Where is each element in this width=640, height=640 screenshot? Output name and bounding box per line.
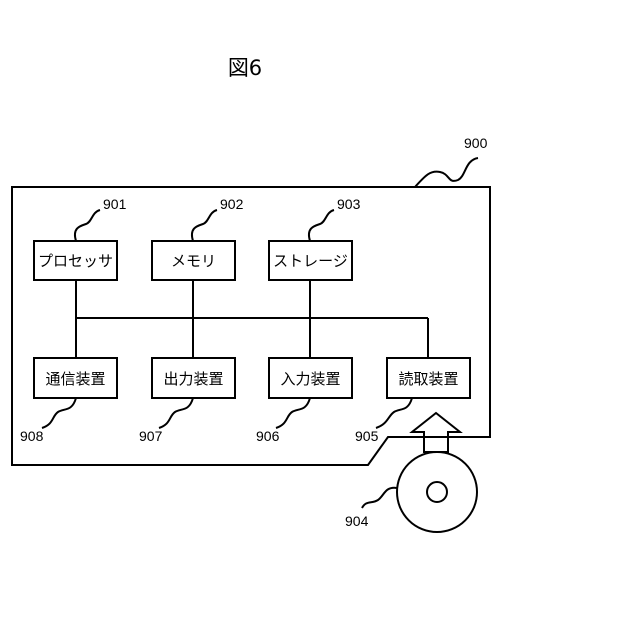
device-leader-line — [415, 158, 478, 187]
processor-ref: 901 — [103, 196, 127, 212]
output-ref: 907 — [139, 428, 163, 444]
storage-block: ストレージ 903 — [269, 196, 361, 280]
output-block: 出力装置 907 — [139, 358, 235, 444]
memory-ref: 902 — [220, 196, 244, 212]
processor-block: プロセッサ 901 — [34, 196, 127, 280]
output-label: 出力装置 — [163, 370, 223, 388]
device-ref: 900 — [464, 135, 488, 151]
storage-label: ストレージ — [273, 252, 348, 270]
input-ref: 906 — [256, 428, 280, 444]
up-arrow-icon — [412, 413, 460, 452]
storage-ref: 903 — [337, 196, 361, 212]
medium-ref: 904 — [345, 513, 369, 529]
processor-label: プロセッサ — [38, 252, 113, 270]
input-label: 入力装置 — [280, 370, 340, 388]
memory-block: メモリ 902 — [152, 196, 244, 280]
input-block: 入力装置 906 — [256, 358, 352, 444]
medium-leader-line — [362, 488, 397, 508]
device-enclosure — [12, 187, 490, 465]
figure-title: 図6 — [228, 56, 262, 80]
memory-label: メモリ — [171, 252, 216, 270]
comm-label: 通信装置 — [45, 370, 105, 388]
comm-block: 通信装置 908 — [20, 358, 117, 444]
reader-label: 読取装置 — [398, 370, 458, 388]
reader-ref: 905 — [355, 428, 379, 444]
bus — [76, 280, 428, 358]
disc-icon — [397, 452, 477, 532]
comm-ref: 908 — [20, 428, 44, 444]
